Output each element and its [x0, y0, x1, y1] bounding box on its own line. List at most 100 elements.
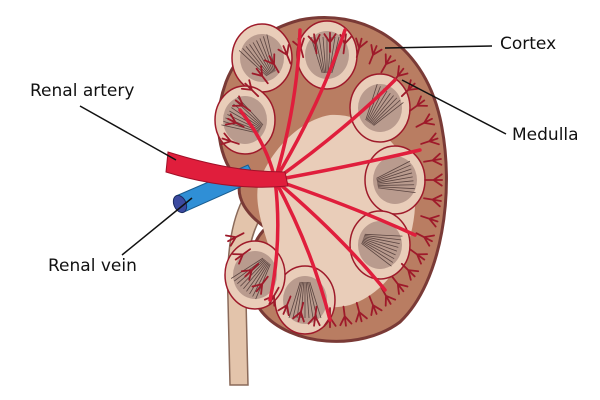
pyramid-striation: [376, 172, 413, 183]
ureter: [226, 188, 270, 386]
cortical-arteriole: [307, 305, 321, 327]
cortical-arteriole: [307, 33, 321, 55]
pyramid-striation: [362, 238, 398, 252]
cortical-arteriole: [391, 275, 409, 295]
cortical-arteriole: [368, 295, 383, 316]
cortical-arteriole: [339, 305, 353, 327]
cortical-arteriole: [415, 113, 435, 128]
interlobar-artery: [268, 178, 280, 302]
cortical-arteriole: [251, 65, 269, 85]
pyramid-striation: [310, 36, 323, 74]
cortex-leader-line: [384, 45, 493, 49]
pyramid-striation: [370, 95, 394, 124]
interlobar-artery: [273, 148, 422, 182]
renal-artery-leader-line: [79, 105, 177, 161]
label-medulla: Medulla: [512, 125, 579, 145]
arterial-branches: [220, 28, 443, 329]
pyramid-striation: [377, 184, 415, 186]
pyramid-striation: [371, 97, 398, 125]
pyramid-striation: [288, 281, 301, 319]
pyramid-striation: [249, 44, 271, 75]
cortical-arteriole: [231, 248, 251, 265]
cortical-arteriole: [415, 232, 435, 247]
pyramid-striation: [322, 36, 327, 74]
pyramid-striation: [318, 36, 325, 74]
pyramid-striation: [230, 257, 264, 279]
cortical-arteriole: [225, 232, 245, 247]
pyramid-striation: [249, 262, 269, 295]
cortical-arteriole: [251, 275, 269, 295]
pyramid-striation: [240, 260, 266, 287]
pyramid-striation: [378, 187, 416, 194]
cortical-arteriole: [263, 53, 280, 74]
renal-vein-leader-line: [121, 197, 193, 256]
pyramid-striation: [307, 281, 314, 319]
cortical-arteriole: [368, 44, 383, 65]
pyramid-striation: [376, 164, 411, 180]
interlobar-artery: [273, 178, 387, 292]
cortical-arteriole: [240, 79, 260, 98]
pyramid-striation: [252, 42, 272, 74]
pyramid-striation: [309, 281, 322, 319]
pyramid-striation: [376, 168, 412, 182]
renal-vein-opening: [172, 194, 188, 214]
cortical-arteriole: [231, 95, 251, 112]
pyramid-striation: [373, 102, 404, 126]
cortical-arteriole: [277, 44, 292, 65]
cortical-arteriole: [420, 132, 440, 146]
cortical-arteriole: [380, 53, 397, 74]
cortical-arteriole: [220, 132, 240, 146]
pyramid-striation: [366, 86, 381, 121]
interlobar-artery: [273, 178, 332, 322]
interlobar-artery: [273, 28, 347, 182]
cortical-arteriole: [277, 295, 292, 316]
pyramid-striation: [256, 40, 273, 74]
pyramid-striation: [263, 36, 275, 72]
pyramid-striation: [364, 233, 403, 237]
label-renal-vein: Renal vein: [48, 256, 137, 276]
pyramid-striation: [229, 110, 261, 130]
pyramid-striation: [369, 93, 391, 123]
cortical-arteriole: [380, 286, 397, 307]
interlobar-artery: [273, 28, 302, 182]
pyramid-striation: [372, 99, 401, 126]
pyramid-striation: [377, 176, 413, 184]
label-cortex: Cortex: [500, 34, 557, 54]
pyramid-striation: [368, 90, 388, 123]
pyramid-striation: [377, 180, 414, 185]
pyramid-striation: [259, 38, 274, 73]
label-renal-artery: Renal artery: [30, 81, 135, 101]
pyramid-striation: [243, 260, 267, 290]
pyramid-striation: [363, 237, 399, 248]
cortical-arteriole: [323, 31, 337, 53]
cortical-arteriole: [409, 95, 429, 112]
cortical-arteriole: [240, 262, 260, 281]
cortical-arteriole: [423, 152, 443, 166]
cortical-arteriole: [420, 214, 440, 228]
pyramid-striation: [292, 281, 302, 319]
pyramid-striation: [376, 160, 411, 179]
pyramid-striation: [305, 281, 310, 319]
interlobar-artery: [273, 178, 417, 237]
pyramid-striation: [245, 46, 270, 76]
pyramid-striation: [377, 186, 415, 190]
cortical-arteriole: [409, 248, 429, 265]
cortical-arteriole: [355, 301, 368, 323]
cortical-arteriole: [400, 262, 420, 281]
cortical-arteriole: [423, 194, 443, 208]
pyramid-striation: [221, 124, 259, 134]
cortical-arteriole: [225, 113, 245, 128]
renal-artery: [165, 151, 289, 188]
pyramid-striation: [252, 263, 270, 297]
cortical-arteriole: [424, 173, 443, 187]
pyramid-striation: [242, 48, 269, 76]
pyramid-striation: [296, 281, 303, 319]
pyramid-striation: [363, 236, 400, 245]
pyramid-striation: [233, 103, 263, 128]
medulla-leader-line: [401, 79, 507, 135]
cortical-arteriole: [355, 37, 368, 59]
pyramid-striation: [361, 241, 394, 263]
pyramid-striation: [362, 239, 396, 256]
pyramid-striation: [361, 243, 392, 267]
